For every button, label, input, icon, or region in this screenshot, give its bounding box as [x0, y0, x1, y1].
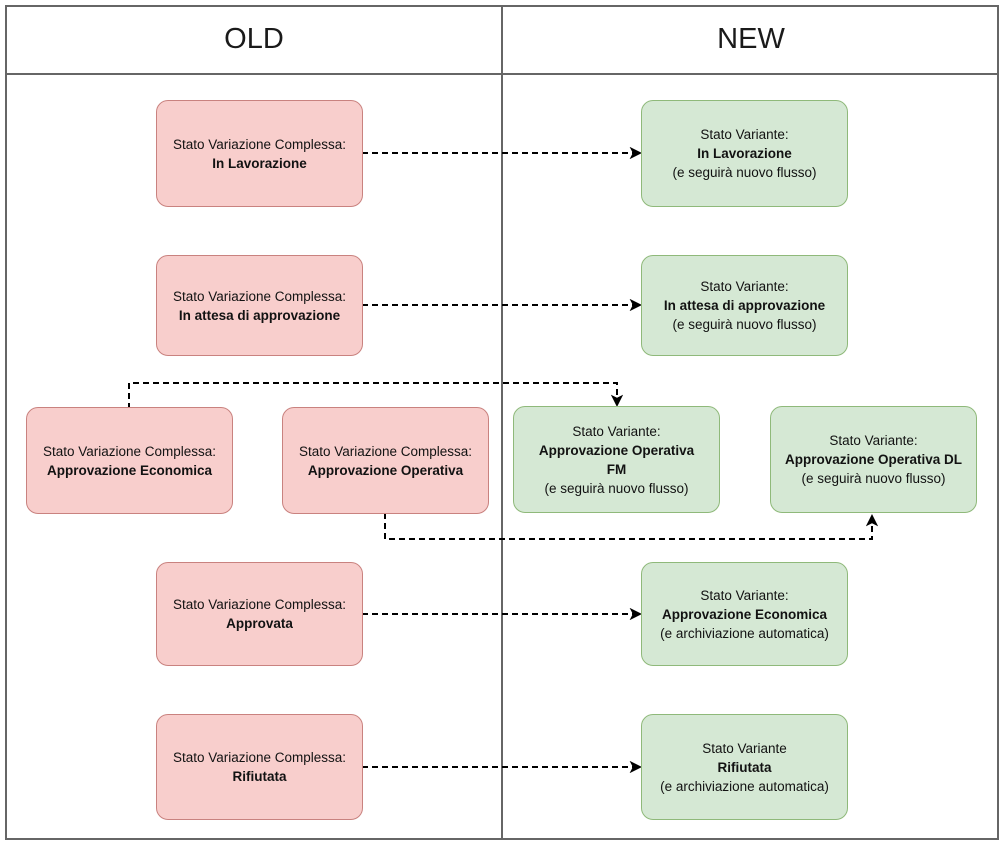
node-line-2: In Lavorazione	[212, 155, 307, 171]
node-old-approvata[interactable]: Stato Variazione Complessa: Approvata	[156, 562, 363, 666]
column-header-old: OLD	[224, 23, 284, 55]
node-line-1: Stato Variante:	[700, 127, 789, 142]
node-line-2: In attesa di approvazione	[663, 298, 826, 313]
node-line-1: Stato Variazione Complessa:	[298, 443, 473, 459]
node-line-2: Rifiutata	[717, 759, 772, 775]
node-line-2: In attesa di approvazione	[178, 307, 341, 323]
node-line-1: Stato Variante:	[572, 423, 661, 439]
node-old-rifiutata[interactable]: Stato Variazione Complessa: Rifiutata	[156, 714, 363, 820]
node-new-approvazione-operativa-fm[interactable]: Stato Variante: Approvazione Operativa F…	[513, 406, 720, 513]
node-line-2: Approvazione Economica	[661, 606, 828, 622]
node-line-1: Stato Variante:	[829, 433, 918, 448]
node-old-approvazione-operativa[interactable]: Stato Variazione Complessa: Approvazione…	[282, 407, 489, 514]
node-line-1: Stato Variazione Complessa:	[172, 136, 347, 152]
node-line-2: In Lavorazione	[697, 146, 792, 161]
node-line-3: (e archiviazione automatica)	[660, 625, 829, 641]
node-old-approvazione-economica[interactable]: Stato Variazione Complessa: Approvazione…	[26, 407, 233, 514]
node-new-rifiutata[interactable]: Stato Variante Rifiutata (e archiviazion…	[641, 714, 848, 820]
node-line-2: Approvazione Economica	[46, 462, 213, 478]
node-line-3: (e archiviazione automatica)	[660, 778, 829, 794]
node-line-2: Rifiutata	[232, 769, 287, 784]
node-new-approvazione-economica[interactable]: Stato Variante: Approvazione Economica (…	[641, 562, 848, 666]
node-line-3: (e seguirà nuovo flusso)	[544, 480, 689, 496]
column-divider	[501, 5, 503, 840]
node-line-2: Approvazione Operativa	[307, 462, 464, 478]
node-line-1: Stato Variante	[702, 740, 787, 756]
node-line-1: Stato Variazione Complessa:	[172, 288, 347, 304]
node-line-1: Stato Variazione Complessa:	[172, 597, 347, 612]
node-new-approvazione-operativa-dl[interactable]: Stato Variante: Approvazione Operativa D…	[770, 406, 977, 513]
node-line-3: (e seguirà nuovo flusso)	[672, 317, 817, 332]
node-old-in-lavorazione[interactable]: Stato Variazione Complessa: In Lavorazio…	[156, 100, 363, 207]
node-line-1: Stato Variazione Complessa:	[42, 443, 217, 459]
node-old-in-attesa-di-approvazione[interactable]: Stato Variazione Complessa: In attesa di…	[156, 255, 363, 356]
node-line-3: (e seguirà nuovo flusso)	[801, 471, 946, 486]
node-line-1: Stato Variante:	[700, 587, 789, 603]
node-line-2: Approvazione Operativa DL	[784, 452, 963, 467]
node-new-in-attesa-di-approvazione[interactable]: Stato Variante: In attesa di approvazion…	[641, 255, 848, 356]
node-line-1: Stato Variazione Complessa:	[172, 750, 347, 765]
node-line-2: Approvata	[226, 616, 293, 631]
node-line-3: (e seguirà nuovo flusso)	[672, 165, 817, 180]
column-header-new: NEW	[717, 23, 785, 55]
node-line-1: Stato Variante:	[700, 279, 789, 294]
node-new-in-lavorazione[interactable]: Stato Variante: In Lavorazione (e seguir…	[641, 100, 848, 207]
node-line-2: Approvazione Operativa FM	[538, 442, 695, 477]
